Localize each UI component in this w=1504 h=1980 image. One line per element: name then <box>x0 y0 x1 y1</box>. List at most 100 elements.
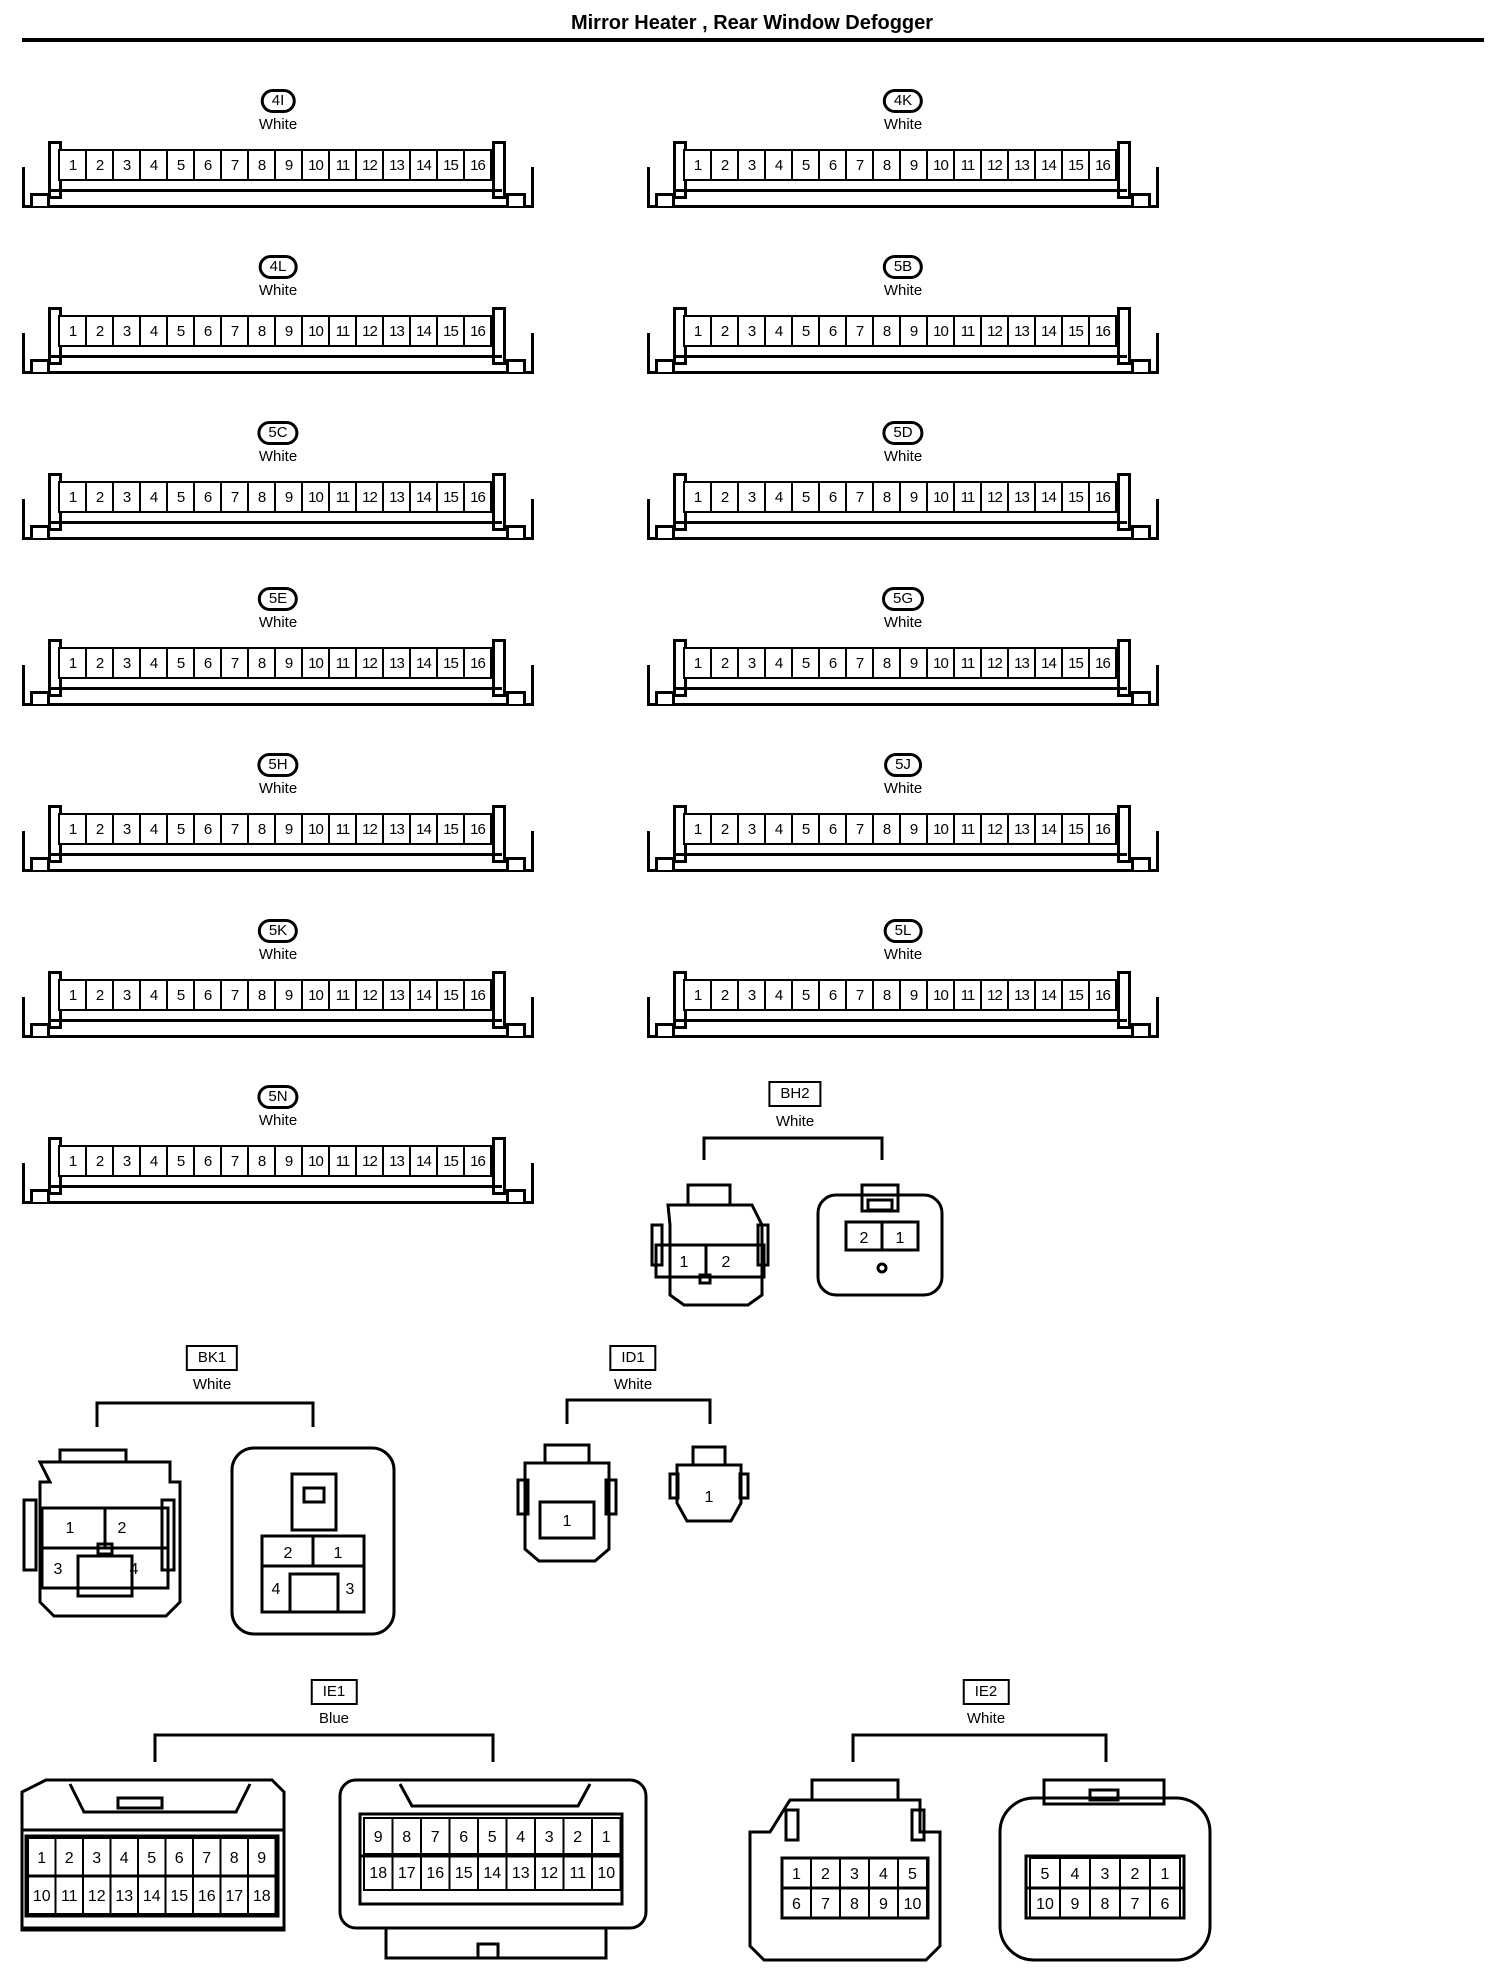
pin-label: 12 <box>88 1888 106 1905</box>
pin-cell: 11 <box>955 981 982 1009</box>
pin-cell: 11 <box>330 151 357 179</box>
pin-label: 1 <box>602 1829 611 1846</box>
pin-cell <box>219 1837 249 1877</box>
pin-cell: 9 <box>276 1147 303 1175</box>
pin-label: 12 <box>540 1865 558 1882</box>
pin-cell: 10 <box>303 1147 330 1175</box>
pin-cell: 9 <box>276 483 303 511</box>
id1-left-pin: 1 <box>563 1513 572 1530</box>
pin-cell <box>82 1837 112 1877</box>
pin-cell: 6 <box>195 483 222 511</box>
pin-cell: 9 <box>276 317 303 345</box>
pin-label: 5 <box>147 1850 156 1867</box>
pin-cell <box>192 1837 222 1877</box>
bk1-id-label: BK1 <box>185 1345 239 1371</box>
pin-label: 10 <box>1036 1896 1054 1913</box>
bk1-left-pin: 2 <box>118 1520 127 1537</box>
pin-label: 4 <box>120 1850 129 1867</box>
pin-label: 15 <box>170 1888 188 1905</box>
pin-label: 8 <box>850 1896 859 1913</box>
connector-base-line <box>675 853 1127 856</box>
pin-cell: 6 <box>820 483 847 511</box>
pin-label: 3 <box>545 1829 554 1846</box>
pin-cell <box>137 1837 167 1877</box>
pin-cell <box>505 1853 536 1891</box>
pin-cell: 9 <box>276 649 303 677</box>
pin-cell: 4 <box>141 815 168 843</box>
id1-bracket <box>565 1398 712 1424</box>
bk1-color: White <box>192 1376 232 1393</box>
pin-cell: 12 <box>357 815 384 843</box>
pin-cell: 2 <box>87 649 114 677</box>
ie2-right-housing <box>998 1778 1212 1962</box>
pin-cell: 5 <box>168 815 195 843</box>
pin-cell: 16 <box>470 488 486 506</box>
bk1-right-pin: 3 <box>346 1581 355 1598</box>
pin-cell: 13 <box>384 981 411 1009</box>
connector-latch <box>1117 307 1131 365</box>
pin-cell: 9 <box>901 815 928 843</box>
connector-color: White <box>258 282 298 299</box>
pin-cell: 4 <box>141 483 168 511</box>
ie1-bracket <box>153 1733 495 1762</box>
pin-label: 9 <box>879 1896 888 1913</box>
pin-cell: 12 <box>982 981 1009 1009</box>
pin-cell: 3 <box>739 317 766 345</box>
pin-label: 1 <box>1161 1866 1170 1883</box>
pin-cell <box>505 1817 536 1855</box>
pin-cell: 5 <box>793 815 820 843</box>
connector-base-line <box>50 687 502 690</box>
connector-foot <box>506 359 526 372</box>
connector-color: White <box>883 116 923 133</box>
pin-cell <box>219 1875 249 1915</box>
pin-label: 13 <box>115 1888 133 1905</box>
pin-cell: 3 <box>114 815 141 843</box>
pin-cell: 16 <box>470 156 486 174</box>
connector-color: White <box>258 448 298 465</box>
pin-cell: 16 <box>470 1152 486 1170</box>
connector-foot <box>655 193 675 206</box>
pin-cell: 14 <box>1036 317 1063 345</box>
pin-cell: 14 <box>411 649 438 677</box>
connector-base-line <box>675 189 1127 192</box>
pin-cell: 15 <box>1063 317 1090 345</box>
connector-foot <box>30 193 50 206</box>
pin-cell: 14 <box>411 815 438 843</box>
pin-cell: 14 <box>1036 483 1063 511</box>
pin-label: 6 <box>459 1829 468 1846</box>
pin-cell: 8 <box>249 981 276 1009</box>
pin-cell <box>420 1817 451 1855</box>
connector-base-line <box>50 853 502 856</box>
pin-cell: 3 <box>114 151 141 179</box>
pin-cell: 15 <box>438 483 465 511</box>
pin-cell: 9 <box>901 317 928 345</box>
pin-cell <box>1149 1857 1181 1889</box>
pin-cell: 4 <box>766 981 793 1009</box>
pin-cell: 16 <box>1095 654 1111 672</box>
pin-label: 2 <box>573 1829 582 1846</box>
pin-cell: 12 <box>982 483 1009 511</box>
connector-base-line <box>50 189 502 192</box>
connector-foot <box>30 359 50 372</box>
connector-base-line <box>50 355 502 358</box>
ie2-color: White <box>966 1710 1006 1727</box>
pin-cell: 11 <box>955 483 982 511</box>
pin-label: 2 <box>65 1850 74 1867</box>
pin-cell: 6 <box>195 981 222 1009</box>
pin-cell: 8 <box>249 1147 276 1175</box>
pin-cell: 1 <box>685 981 712 1009</box>
pin-cell: 4 <box>141 317 168 345</box>
pin-cell: 4 <box>766 649 793 677</box>
connector-id-badge: 5G <box>881 587 925 611</box>
pin-cell: 14 <box>1036 815 1063 843</box>
pin-cell: 5 <box>168 1147 195 1175</box>
pin-label: 5 <box>488 1829 497 1846</box>
pin-cell: 3 <box>739 649 766 677</box>
pin-cell: 14 <box>1036 649 1063 677</box>
pin-label: 11 <box>569 1865 586 1882</box>
